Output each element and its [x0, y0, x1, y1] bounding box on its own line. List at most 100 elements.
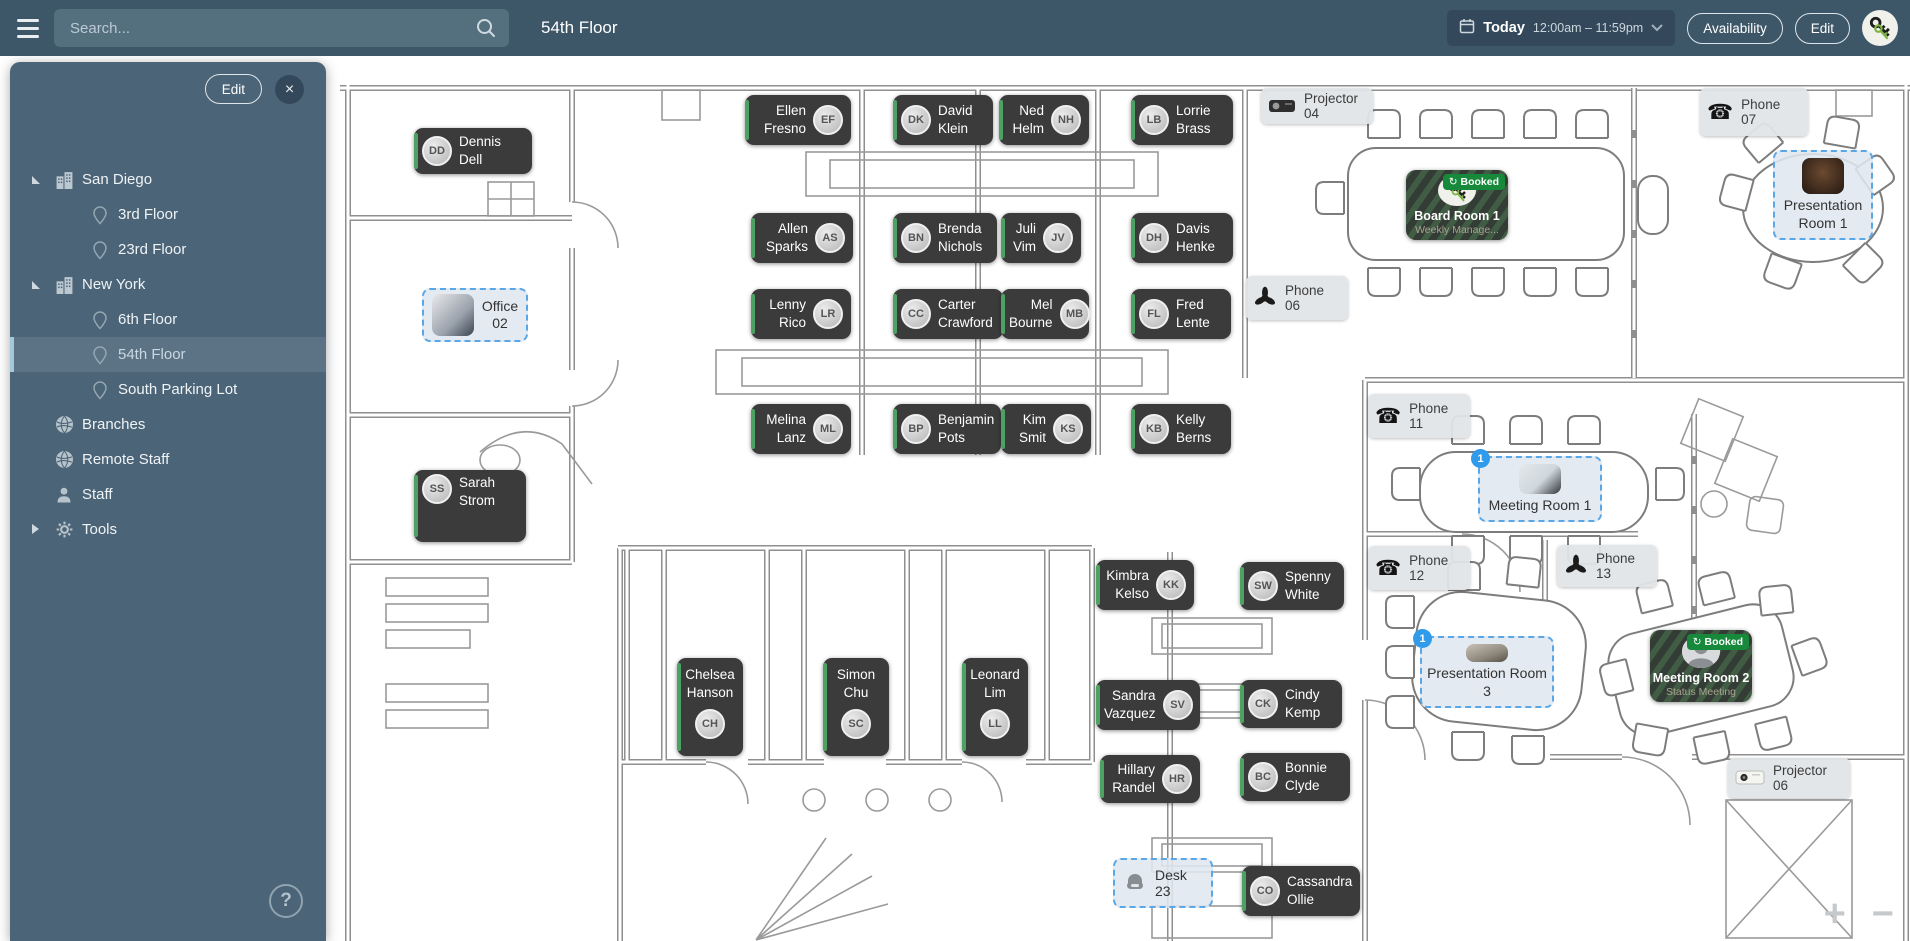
person-avatar: MB	[1059, 299, 1090, 329]
presence-accent	[823, 663, 827, 751]
sidebar-item-tools[interactable]: Tools	[10, 512, 326, 547]
sidebar-close-button[interactable]: ×	[275, 75, 304, 104]
sidebar-item-remote-staff[interactable]: Remote Staff	[10, 442, 326, 477]
sidebar-item-23rd-floor[interactable]: 23rd Floor	[10, 232, 326, 267]
desk-tag-desk-23[interactable]: Desk 23	[1113, 858, 1213, 908]
sidebar-item-label: Branches	[82, 416, 146, 433]
presence-accent	[893, 100, 897, 140]
room-tag-office-02[interactable]: Office 02	[422, 288, 528, 342]
room-tag-presentation-room-1[interactable]: Presentation Room 1	[1773, 150, 1873, 240]
sidebar-item-label: Remote Staff	[82, 451, 170, 468]
availability-button[interactable]: Availability	[1687, 12, 1783, 44]
sidebar-item-label: 3rd Floor	[118, 206, 179, 223]
date-range-picker[interactable]: Today 12:00am – 11:59pm	[1447, 10, 1676, 46]
sidebar-item-san-diego[interactable]: San Diego	[10, 162, 326, 197]
search-input[interactable]	[54, 9, 509, 47]
sidebar-item-staff[interactable]: Staff	[10, 477, 326, 512]
conference-phone-icon	[1564, 554, 1588, 578]
presence-accent	[893, 409, 897, 449]
topbar: 54th Floor Today 12:00am – 11:59pm Avail…	[0, 0, 1910, 56]
sidebar-item-south-parking-lot[interactable]: South Parking Lot	[10, 372, 326, 407]
presence-accent	[1240, 567, 1244, 605]
meeting-title: Status Meeting	[1665, 686, 1737, 698]
user-avatar[interactable]	[1862, 10, 1898, 46]
presence-accent	[414, 475, 418, 537]
asset-tag-phone-06[interactable]: Phone 06	[1246, 276, 1348, 320]
person-avatar: BN	[901, 223, 931, 253]
zoom-in-button[interactable]: +	[1823, 893, 1846, 935]
help-button[interactable]: ?	[269, 884, 303, 918]
asset-tag-projector-06[interactable]: Projector 06	[1728, 758, 1850, 798]
sidebar-item-3rd-floor[interactable]: 3rd Floor	[10, 197, 326, 232]
presence-accent	[1131, 294, 1135, 334]
collapse-arrow-icon[interactable]	[32, 276, 50, 293]
sidebar-item-label: New York	[82, 276, 146, 293]
sidebar-item-branches[interactable]: Branches	[10, 407, 326, 442]
asset-tag-phone-11[interactable]: ☎Phone 11	[1368, 394, 1470, 438]
asset-tag-projector-04[interactable]: Projector 04	[1261, 88, 1373, 124]
person-avatar: HR	[1162, 764, 1192, 794]
room-name: Presentation Room 1	[1783, 197, 1863, 231]
collapse-arrow-icon[interactable]	[32, 171, 50, 188]
room-name: Meeting Room 2	[1652, 671, 1750, 685]
asset-tag-phone-13[interactable]: Phone 13	[1557, 545, 1657, 587]
meeting-title: Weekly Manage...	[1415, 224, 1499, 236]
chevron-down-icon	[1651, 19, 1663, 37]
person-avatar: ML	[813, 414, 843, 444]
search-box[interactable]	[54, 9, 509, 47]
presence-accent	[1240, 685, 1244, 723]
asset-label: Projector 06	[1773, 763, 1828, 793]
person-avatar: CH	[695, 709, 725, 740]
sidebar-edit-button[interactable]: Edit	[204, 74, 262, 104]
asset-tag-phone-07[interactable]: ☎Phone 07	[1700, 88, 1808, 136]
asset-tag-phone-12[interactable]: ☎Phone 12	[1368, 546, 1470, 590]
sidebar-item-54th-floor[interactable]: 54th Floor	[10, 337, 326, 372]
expand-arrow-icon[interactable]	[32, 521, 50, 538]
room-photo	[1802, 158, 1844, 194]
edit-button[interactable]: Edit	[1794, 12, 1850, 44]
availability-count-badge: 1	[1413, 629, 1432, 648]
sidebar-item-6th-floor[interactable]: 6th Floor	[10, 302, 326, 337]
sidebar-item-new-york[interactable]: New York	[10, 267, 326, 302]
person-avatar: AS	[815, 223, 845, 253]
availability-count-badge: 1	[1471, 449, 1490, 468]
presence-accent	[745, 100, 749, 140]
zoom-out-button[interactable]: −	[1871, 893, 1894, 935]
hamburger-menu-icon[interactable]	[8, 8, 48, 48]
